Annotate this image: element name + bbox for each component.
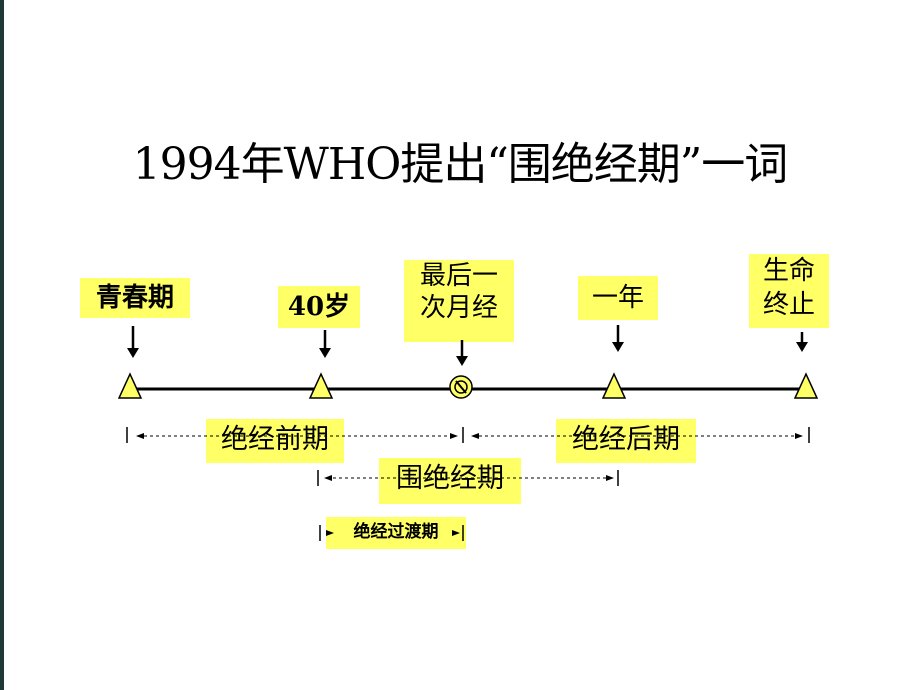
arrowhead-age-40 bbox=[319, 348, 331, 358]
period-label-transition: 绝经过渡期 bbox=[326, 517, 466, 549]
span-postmenopause bbox=[471, 427, 810, 443]
arrowhead-last-menstruation bbox=[456, 356, 468, 366]
marker-prohibited-last-menstruation bbox=[449, 375, 473, 399]
marker-triangle-puberty bbox=[117, 372, 143, 399]
marker-triangle-end-of-life bbox=[793, 372, 819, 399]
milestone-label-one-year: 一年 bbox=[578, 276, 658, 320]
period-label-premenopause: 绝经前期 bbox=[206, 419, 344, 463]
slide-title: 1994年WHO提出“围绝经期”一词 bbox=[132, 139, 789, 190]
span-perimenopause bbox=[317, 470, 619, 486]
period-label-postmenopause: 绝经后期 bbox=[556, 419, 696, 463]
milestone-label-age-40: 40岁 bbox=[278, 286, 360, 328]
milestone-label-end-of-life: 生命 终止 bbox=[749, 254, 829, 328]
slide-edge-bar bbox=[0, 0, 4, 690]
arrowhead-one-year bbox=[612, 342, 624, 352]
span-premenopause bbox=[126, 427, 464, 443]
arrowhead-end-of-life bbox=[796, 342, 808, 352]
span-transition bbox=[319, 525, 464, 541]
arrowhead-puberty bbox=[127, 348, 139, 358]
marker-triangle-age-40 bbox=[308, 372, 334, 399]
milestone-label-puberty: 青春期 bbox=[80, 278, 190, 318]
milestone-label-last-menstruation: 最后一 次月经 bbox=[404, 260, 514, 342]
marker-triangle-one-year bbox=[601, 372, 627, 399]
milestone-arrows bbox=[127, 325, 808, 366]
